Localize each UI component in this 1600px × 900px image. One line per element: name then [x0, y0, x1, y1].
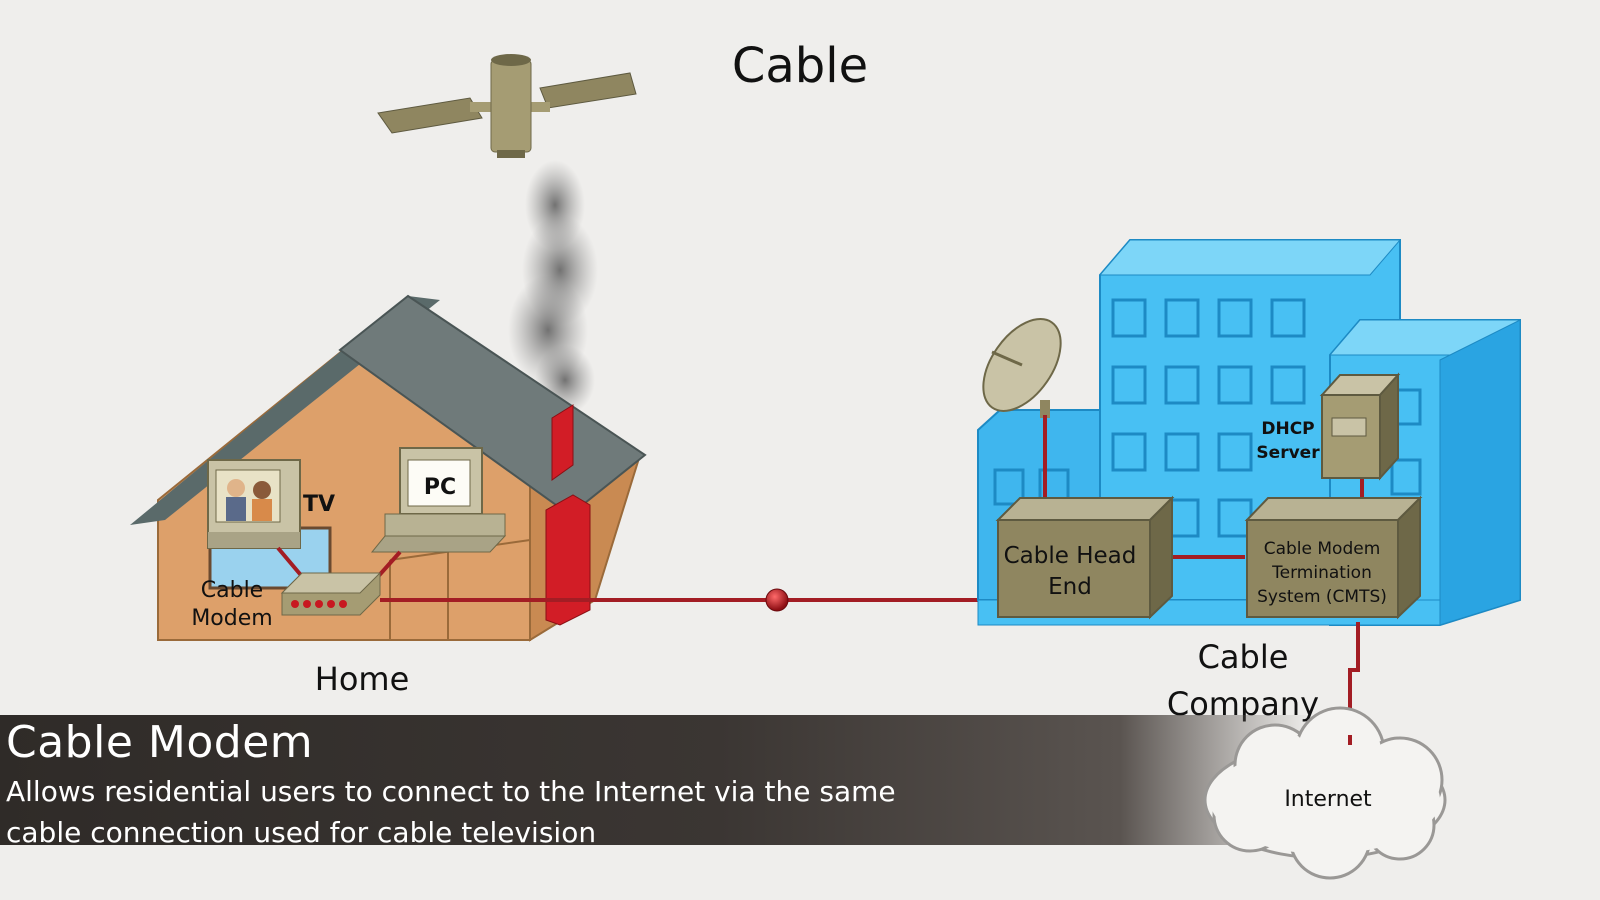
cmts-label-line3: System (CMTS) [1257, 587, 1387, 607]
head-end-label-line1: Cable Head [1004, 543, 1137, 569]
cable-modem-device [280, 572, 382, 616]
head-end-label-line2: End [1048, 574, 1092, 600]
internet-cloud-fill [1210, 711, 1440, 875]
satellite-icon [377, 54, 637, 158]
satellite-dish-icon [982, 318, 1062, 418]
cable-modem-label-line2: Modem [191, 606, 272, 631]
company-label-line1: Cable [1198, 638, 1289, 676]
pc-icon [370, 447, 507, 553]
dhcp-server-device [1319, 372, 1401, 481]
caption-description: Allows residential users to connect to t… [6, 775, 896, 849]
internet-label: Internet [1284, 787, 1372, 812]
cable-modem-label-line1: Cable [201, 578, 263, 603]
cmts-label-line2: Termination [1271, 563, 1372, 583]
tv-icon [207, 459, 301, 549]
cmts-device [1244, 495, 1423, 620]
tv-label: TV [303, 492, 335, 517]
dhcp-label-line1: DHCP [1261, 419, 1314, 439]
caption-title: Cable Modem [6, 717, 314, 768]
dhcp-label-line2: Server [1256, 443, 1320, 463]
smoke-plume [508, 160, 598, 415]
main-cable-link [380, 588, 998, 612]
pc-label: PC [424, 475, 456, 500]
diagram-title: Cable [732, 38, 868, 94]
cmts-label-line1: Cable Modem [1264, 539, 1381, 559]
company-links [1043, 415, 1364, 745]
cable-head-end-device [995, 495, 1175, 620]
home-label: Home [315, 660, 410, 698]
